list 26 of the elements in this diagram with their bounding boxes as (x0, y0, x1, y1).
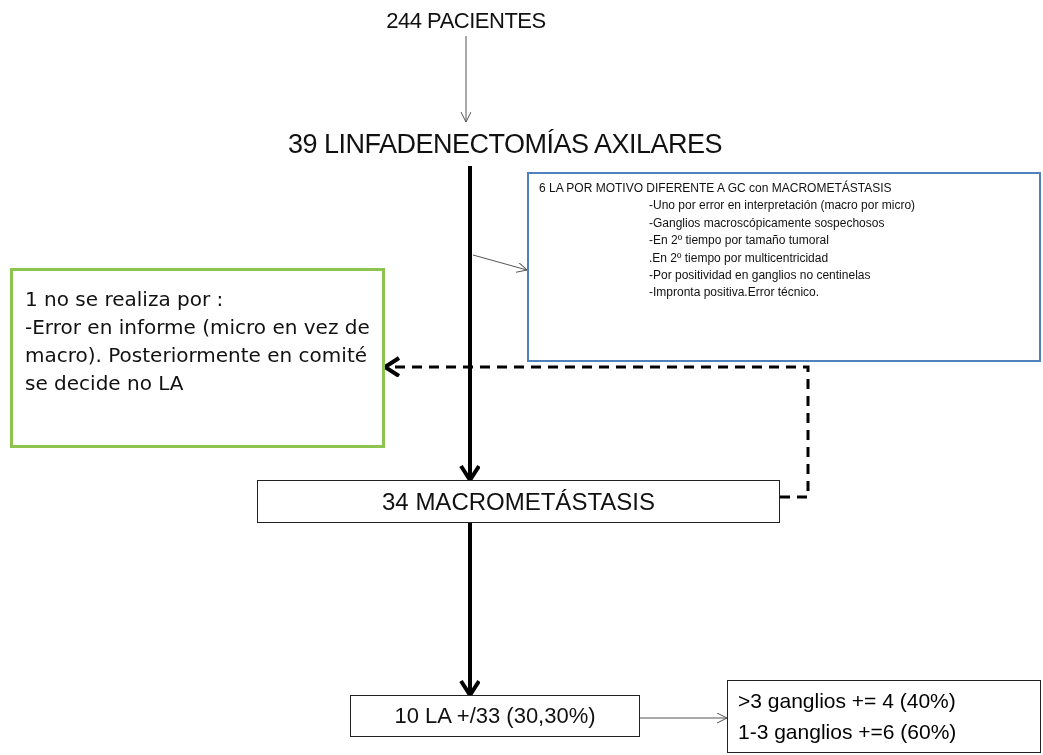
box-text: 10 LA +/33 (30,30%) (394, 701, 596, 730)
box-text: 34 MACROMETÁSTASIS (382, 486, 655, 517)
arrow (639, 712, 728, 724)
arrow (459, 166, 481, 482)
result-text: >3 ganglios += 4 (40%) (738, 688, 957, 715)
list-item: -En 2º tiempo por tamaño tumoral (648, 232, 830, 250)
process-box (257, 480, 780, 523)
note-text: 1 no se realiza por : (25, 286, 225, 313)
list-item: -Ganglios macroscópicamente sospechosos (648, 214, 886, 232)
arrow (459, 523, 481, 697)
note-box (10, 268, 385, 448)
note-text: -Error en informe (micro en vez de macro). Posteriormente en comité se decide no LA (25, 314, 371, 397)
heading-text: 39 LINFADENECTOMÍAS AXILARES (250, 122, 760, 166)
result-box (727, 680, 1041, 753)
arrow (472, 254, 528, 273)
list-item: -Uno por error en interpretación (macro por micro) (648, 197, 917, 215)
result-text: 1-3 ganglios +=6 (60%) (738, 718, 958, 745)
dashed-arrow (383, 356, 810, 499)
note-heading: 6 LA POR MOTIVO DIFERENTE A GC con MACROMETÁSTASIS (539, 180, 893, 197)
process-box (350, 695, 640, 737)
note-box (527, 172, 1041, 362)
list-item: -Impronta positiva.Error técnico. (648, 284, 821, 302)
list-item: -Por positividad en ganglios no centinelas (648, 266, 872, 284)
heading-text: 244 PACIENTES (366, 6, 566, 36)
list-item: .En 2º tiempo por multicentricidad (648, 249, 830, 267)
arrow (460, 35, 472, 123)
